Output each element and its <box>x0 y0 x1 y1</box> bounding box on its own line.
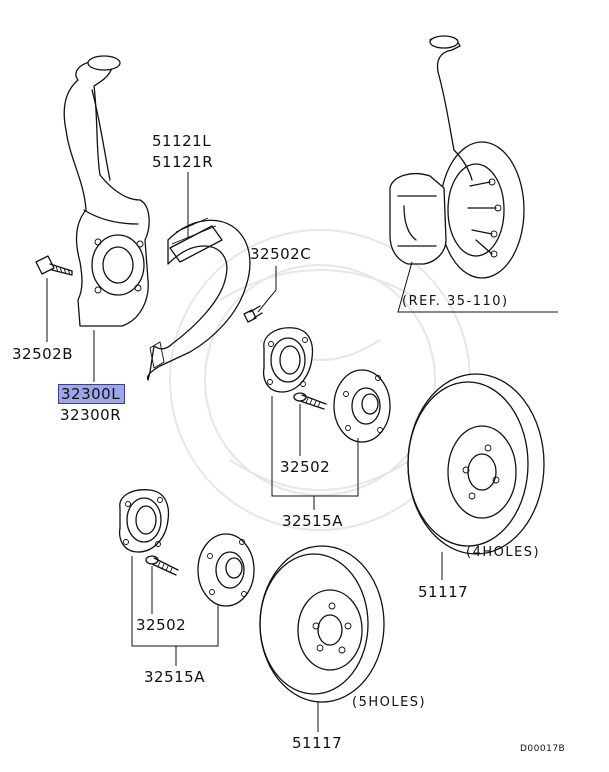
caliper-assembly <box>389 35 525 279</box>
bolt-32502b <box>35 255 73 276</box>
label-51117-4holes: 51117 <box>418 583 469 601</box>
hub-bearing-lower <box>118 489 170 553</box>
label-32502-upper: 32502 <box>280 458 331 476</box>
label-32502c: 32502C <box>250 245 312 263</box>
label-51121r: 51121R <box>152 153 214 171</box>
hub-upper <box>333 369 391 443</box>
steering-knuckle <box>63 55 150 327</box>
hub-lower <box>197 533 255 607</box>
label-51117-5holes: 51117 <box>292 734 343 752</box>
label-ref-35-110: (REF. 35-110) <box>402 294 509 309</box>
label-4holes: (4HOLES) <box>466 545 541 560</box>
label-32502b: 32502B <box>12 345 74 363</box>
label-32515a-lower: 32515A <box>144 668 205 686</box>
leader-lines <box>46 172 558 732</box>
hub-bearing-upper <box>262 327 314 393</box>
diagram-code: D00017B <box>520 744 566 754</box>
dust-shield <box>146 217 251 381</box>
label-32300r: 32300R <box>60 406 122 424</box>
brake-disc-5holes <box>259 545 385 703</box>
label-51121l: 51121L <box>152 132 212 150</box>
bolt-32502c <box>243 305 263 323</box>
brake-disc-4holes <box>407 373 545 555</box>
label-32515a-upper: 32515A <box>282 512 343 530</box>
hub-bolt-upper <box>293 392 327 410</box>
label-32502-lower: 32502 <box>136 616 187 634</box>
hub-bolt-lower <box>145 555 179 576</box>
label-5holes: (5HOLES) <box>352 695 427 710</box>
label-32300l[interactable]: 32300L <box>58 384 126 404</box>
